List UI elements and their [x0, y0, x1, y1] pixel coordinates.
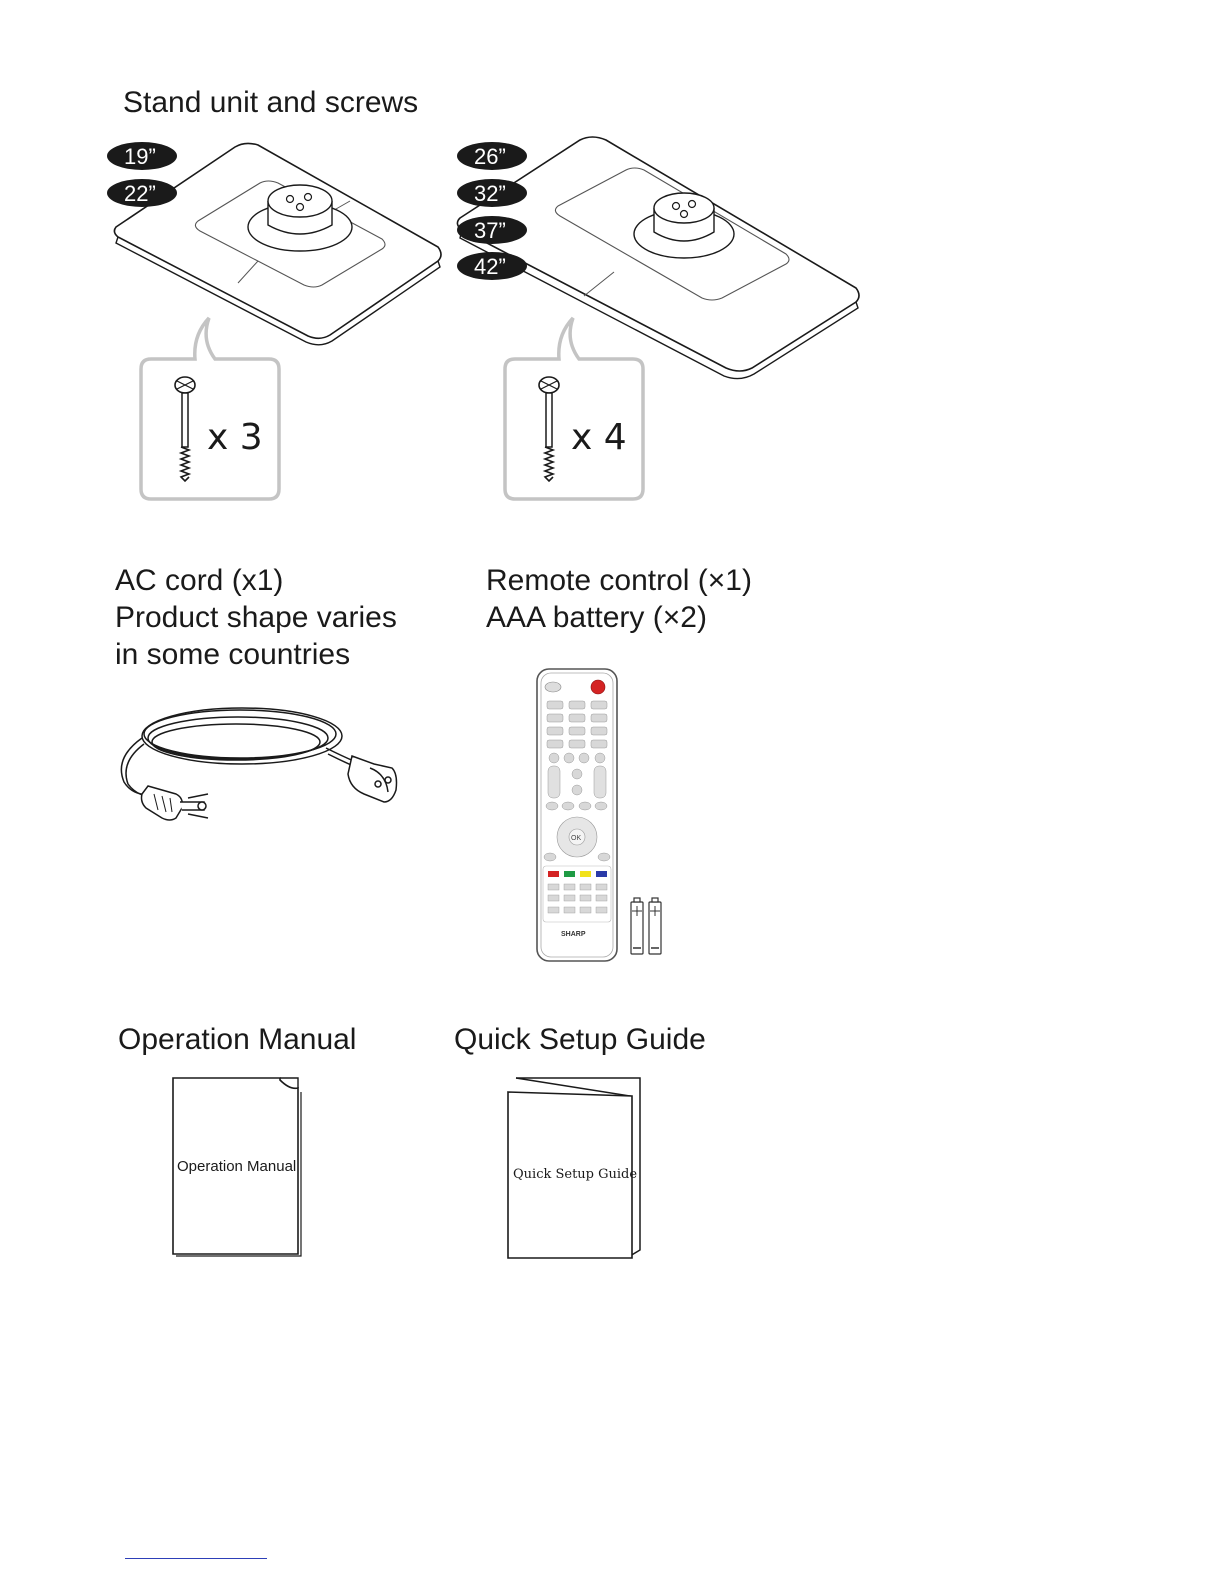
red-button: [548, 871, 559, 877]
ac-cord-note-2: in some countries: [115, 636, 397, 673]
ac-cord-illustration: [112, 698, 402, 828]
size-badge-26: 26”: [474, 144, 506, 169]
channel-rocker: [594, 766, 606, 798]
remote-brand-logo: SHARP: [561, 931, 586, 938]
remote-title: Remote control (×1): [486, 562, 752, 599]
aaa-batteries: [631, 898, 661, 954]
remote-heading: Remote control (×1) AAA battery (×2): [486, 562, 752, 636]
small-size-badges: 19” 22”: [106, 141, 178, 209]
footer-rule: [125, 1558, 267, 1559]
ac-cord-note-1: Product shape varies: [115, 599, 397, 636]
battery-title: AAA battery (×2): [486, 599, 752, 636]
operation-manual-booklet: Operation Manual: [168, 1074, 308, 1260]
yellow-button: [580, 871, 591, 877]
green-button: [564, 871, 575, 877]
size-badge-42: 42”: [474, 254, 506, 279]
small-screw-quantity: x 3: [207, 417, 263, 458]
small-screw-callout: x 3: [137, 315, 287, 505]
ac-cord-heading: AC cord (x1) Product shape varies in som…: [115, 562, 397, 673]
size-badge-22: 22”: [124, 181, 156, 206]
quick-setup-guide-cover-text: Quick Setup Guide: [513, 1167, 637, 1182]
input-button: [545, 682, 561, 692]
operation-manual-cover-text: Operation Manual: [177, 1158, 296, 1175]
volume-rocker: [548, 766, 560, 798]
size-badge-32: 32”: [474, 181, 506, 206]
stand-section-title: Stand unit and screws: [123, 84, 418, 121]
ac-cord-title: AC cord (x1): [115, 562, 397, 599]
remote-control-illustration: OK SHARP: [533, 666, 673, 966]
ok-label: OK: [571, 835, 581, 842]
size-badge-37: 37”: [474, 218, 506, 243]
quick-setup-guide-heading: Quick Setup Guide: [454, 1021, 706, 1058]
large-size-badges: 26” 32” 37” 42”: [456, 141, 528, 283]
large-screw-callout: x 4: [501, 315, 651, 505]
large-screw-quantity: x 4: [571, 417, 627, 458]
operation-manual-heading: Operation Manual: [118, 1021, 356, 1058]
power-button: [591, 680, 605, 694]
quick-setup-guide-leaflet: Quick Setup Guide: [502, 1074, 648, 1264]
size-badge-19: 19”: [124, 144, 156, 169]
blue-button: [596, 871, 607, 877]
